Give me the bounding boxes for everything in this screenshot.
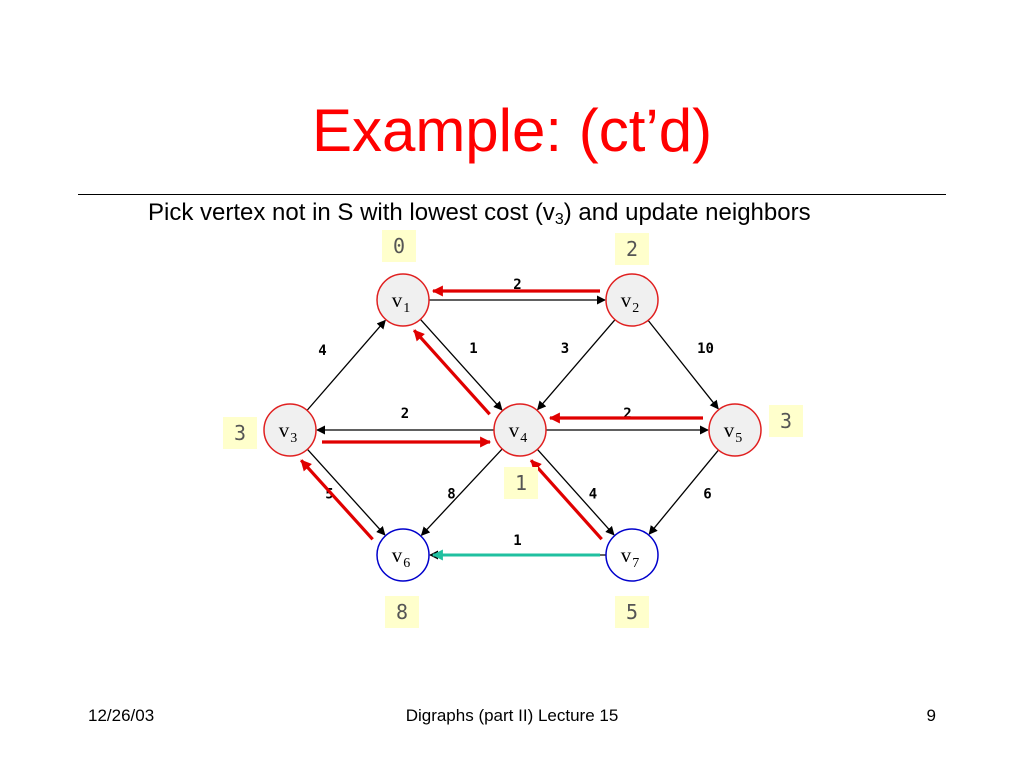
cost-box-bg-v2 bbox=[615, 233, 649, 265]
cost-box-bg-v6 bbox=[385, 596, 419, 628]
edge-v5-v7 bbox=[648, 449, 719, 535]
vertex-letter-v5: v bbox=[724, 418, 735, 442]
cost-value-v3: 3 bbox=[234, 421, 246, 445]
vertex-subscript-v4: 4 bbox=[520, 431, 527, 446]
edge-weight-v1-v2: 2 bbox=[513, 277, 521, 293]
cost-box-v5: 3 bbox=[769, 405, 803, 437]
path-arrow-v4-v1 bbox=[412, 329, 491, 416]
vertex-letter-v1: v bbox=[392, 288, 403, 312]
edge-weight-v4-v5: 2 bbox=[623, 406, 631, 422]
cost-value-v2: 2 bbox=[626, 237, 638, 261]
vertex-subscript-v7: 7 bbox=[632, 556, 639, 571]
vertex-subscript-v2: 2 bbox=[632, 301, 639, 316]
edge-weight-v4-v3: 2 bbox=[401, 406, 409, 422]
cost-box-v6: 8 bbox=[385, 596, 419, 628]
cost-box-v4: 1 bbox=[504, 467, 538, 499]
vertex-v6: v6 bbox=[376, 528, 430, 582]
footer-lecture-title: Digraphs (part II) Lecture 15 bbox=[405, 706, 619, 725]
vertex-label-v5: v5 bbox=[724, 418, 743, 446]
edges-layer bbox=[306, 295, 719, 560]
subtitle-suffix: ) and update neighbors bbox=[563, 199, 811, 226]
cost-value-v4: 1 bbox=[515, 471, 527, 495]
edge-weight-v2-v5: 10 bbox=[697, 341, 714, 357]
path-arrow-v6-v3 bbox=[300, 459, 374, 541]
subtitle-prefix: Pick vertex not in S with lowest cost (v bbox=[148, 199, 555, 226]
edge-v1-v4 bbox=[419, 318, 503, 411]
edge-v4-v6 bbox=[420, 448, 503, 536]
cost-value-v6: 8 bbox=[396, 600, 408, 624]
slide-subtitle: Pick vertex not in S with lowest cost (v… bbox=[148, 198, 811, 235]
vertex-letter-v2: v bbox=[621, 288, 632, 312]
vertex-v2: v2 bbox=[605, 273, 659, 327]
cost-box-v2: 2 bbox=[615, 233, 649, 265]
title-divider bbox=[78, 194, 946, 195]
vertex-subscript-v5: 5 bbox=[735, 431, 742, 446]
slide-title: Example: (ct’d) bbox=[311, 97, 713, 164]
cost-box-bg-v5 bbox=[769, 405, 803, 437]
vertex-label-v7: v7 bbox=[621, 543, 640, 571]
edge-v2-v5 bbox=[647, 319, 719, 410]
cost-value-v5: 3 bbox=[780, 409, 792, 433]
subtitle-subscript: 3 bbox=[554, 211, 564, 228]
edge-v2-v4 bbox=[537, 319, 616, 411]
edge-weight-v2-v4: 3 bbox=[561, 341, 569, 357]
vertex-circle-v6 bbox=[376, 528, 430, 582]
vertex-v1: v1 bbox=[376, 273, 430, 327]
footer-page-number: 9 bbox=[926, 706, 936, 725]
cost-box-bg-v7 bbox=[615, 596, 649, 628]
edge-weight-v3-v1: 4 bbox=[318, 343, 326, 359]
edge-weight-v4-v7: 4 bbox=[589, 487, 597, 503]
edge-weight-v7-v6: 1 bbox=[513, 533, 521, 549]
vertex-subscript-v6: 6 bbox=[403, 556, 410, 571]
cost-box-v1: 0 bbox=[382, 230, 416, 262]
path-arrow-v7-v4 bbox=[529, 459, 603, 541]
vertex-v4: v4 bbox=[493, 403, 547, 457]
edge-weight-v5-v7: 6 bbox=[703, 487, 711, 503]
cost-box-v7: 5 bbox=[615, 596, 649, 628]
vertex-label-v2: v2 bbox=[621, 288, 640, 316]
cost-box-bg-v4 bbox=[504, 467, 538, 499]
vertex-letter-v6: v bbox=[392, 543, 403, 567]
vertex-letter-v7: v bbox=[621, 543, 632, 567]
vertex-v5: v5 bbox=[708, 403, 762, 457]
cost-value-v1: 0 bbox=[393, 234, 405, 258]
vertex-circle-v7 bbox=[605, 528, 659, 582]
edge-v3-v6 bbox=[306, 448, 386, 536]
cost-box-bg-v3 bbox=[223, 417, 257, 449]
vertex-circle-v4 bbox=[493, 403, 547, 457]
edge-weight-v1-v4: 1 bbox=[469, 341, 477, 357]
vertex-label-v3: v3 bbox=[279, 418, 298, 446]
vertex-label-v1: v1 bbox=[392, 288, 411, 316]
vertex-circle-v3 bbox=[263, 403, 317, 457]
vertex-letter-v3: v bbox=[279, 418, 290, 442]
vertex-subscript-v3: 3 bbox=[290, 431, 297, 446]
cost-value-v7: 5 bbox=[626, 600, 638, 624]
vertex-circle-v1 bbox=[376, 273, 430, 327]
edge-weight-v3-v6: 5 bbox=[325, 487, 333, 503]
footer-date: 12/26/03 bbox=[88, 706, 155, 725]
edge-v3-v1 bbox=[306, 319, 386, 411]
vertex-v3: v3 bbox=[263, 403, 317, 457]
vertex-letter-v4: v bbox=[509, 418, 520, 442]
cost-labels-layer: 0 2 3 1 3 8 5 bbox=[223, 230, 803, 628]
vertex-subscript-v1: 1 bbox=[403, 301, 410, 316]
vertex-v7: v7 bbox=[605, 528, 659, 582]
edge-weight-v4-v6: 8 bbox=[447, 487, 455, 503]
edge-v4-v7 bbox=[536, 448, 615, 536]
cost-box-bg-v1 bbox=[382, 230, 416, 262]
edge-weights-layer: 2 1 3 10 4 2 2 5 8 4 6 1 bbox=[318, 277, 714, 549]
vertex-circle-v5 bbox=[708, 403, 762, 457]
path-arrows-layer bbox=[300, 285, 703, 561]
cost-box-v3: 3 bbox=[223, 417, 257, 449]
vertex-label-v4: v4 bbox=[509, 418, 528, 446]
vertex-circle-v2 bbox=[605, 273, 659, 327]
vertex-label-v6: v6 bbox=[392, 543, 411, 571]
